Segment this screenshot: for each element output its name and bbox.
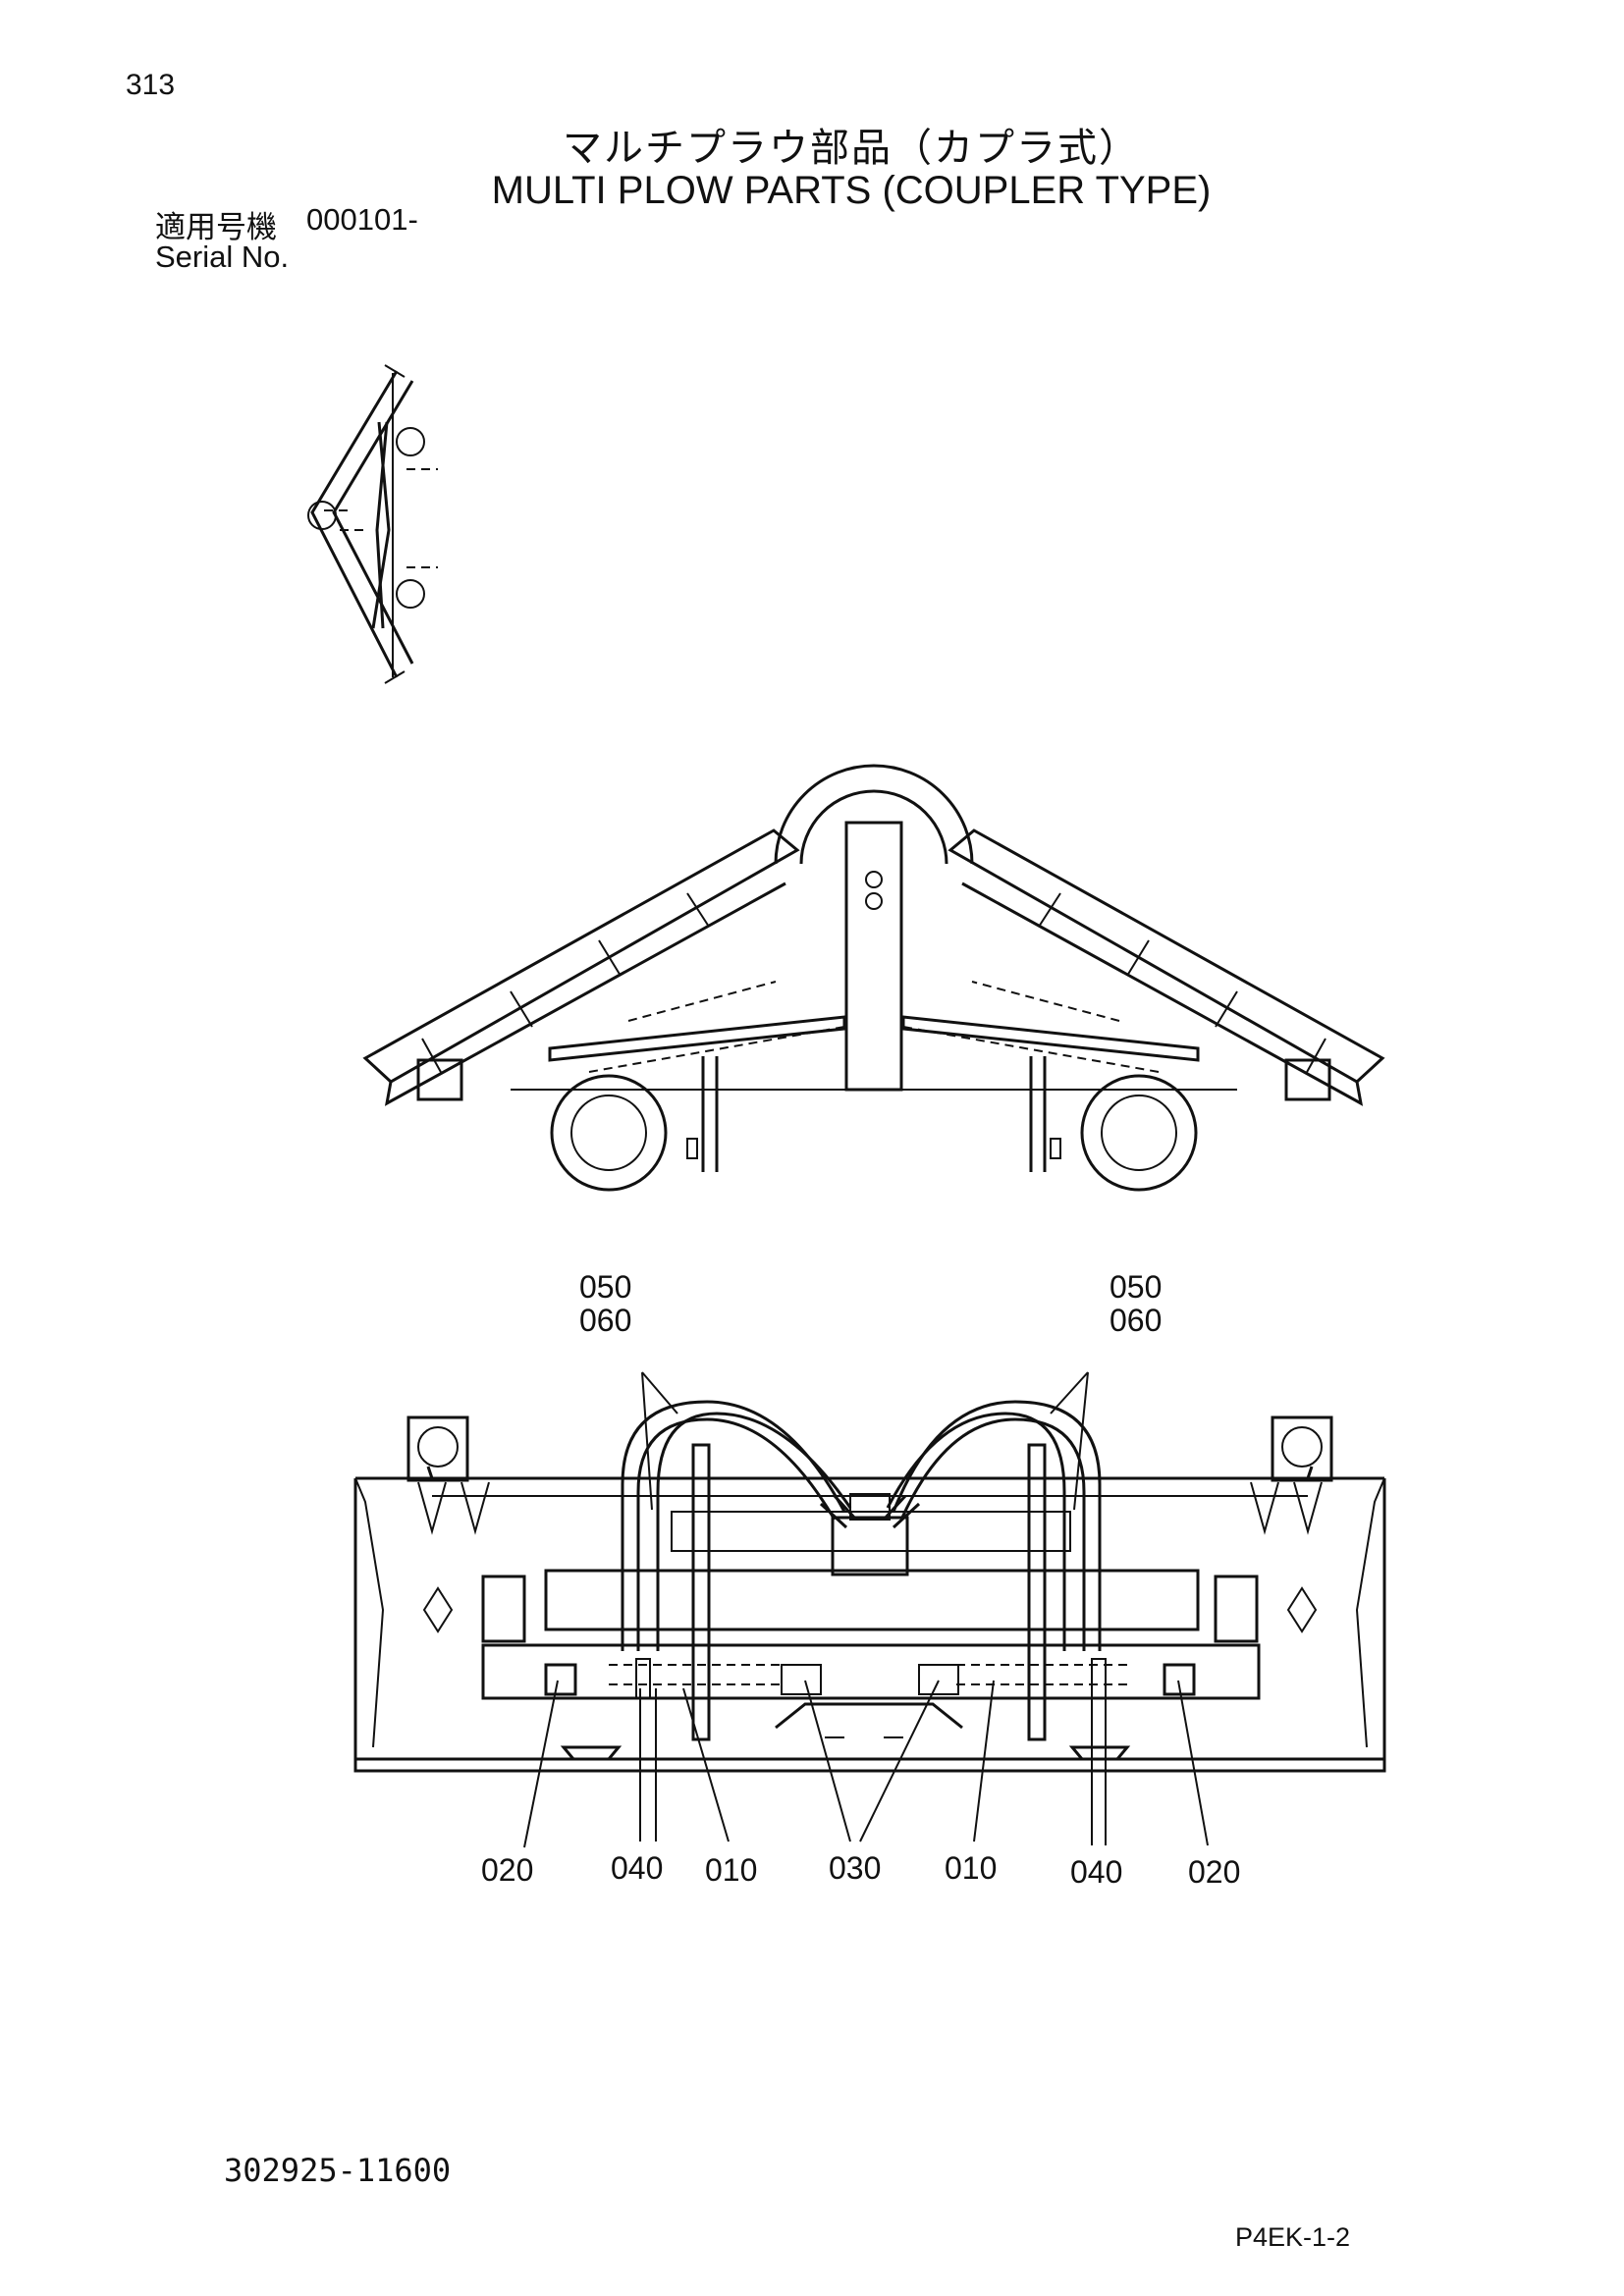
callout-040-left: 040 [611, 1850, 663, 1886]
page-number: 313 [126, 69, 176, 101]
page-title-japanese: マルチプラウ部品（カプラ式） [563, 126, 1140, 171]
drawing-number: 302925-11600 [224, 2152, 452, 2189]
plow-thumbnail [307, 364, 438, 684]
callout-labels: 050 060 050 060 020 040 010 030 010 040 … [481, 1269, 1240, 1890]
callout-030: 030 [829, 1850, 881, 1886]
callout-020-right: 020 [1188, 1854, 1240, 1890]
callout-010-right: 010 [945, 1850, 997, 1886]
serial-value: 000101- [306, 202, 418, 237]
page-code: P4EK-1-2 [1235, 2222, 1351, 2252]
callout-010-left: 010 [705, 1852, 757, 1888]
callout-left-060: 060 [579, 1303, 631, 1338]
callout-040-right: 040 [1070, 1854, 1122, 1890]
callout-right-050: 050 [1110, 1269, 1162, 1305]
plow-top-view [362, 764, 1385, 1192]
plow-front-view [353, 1371, 1386, 1848]
callout-left-050: 050 [579, 1269, 631, 1305]
page-title-english: MULTI PLOW PARTS (COUPLER TYPE) [491, 169, 1212, 212]
serial-label-japanese: 適用号機 [155, 210, 277, 245]
callout-right-060: 060 [1110, 1303, 1162, 1338]
serial-label-english: Serial No. [155, 240, 290, 274]
callout-020-left: 020 [481, 1852, 533, 1888]
